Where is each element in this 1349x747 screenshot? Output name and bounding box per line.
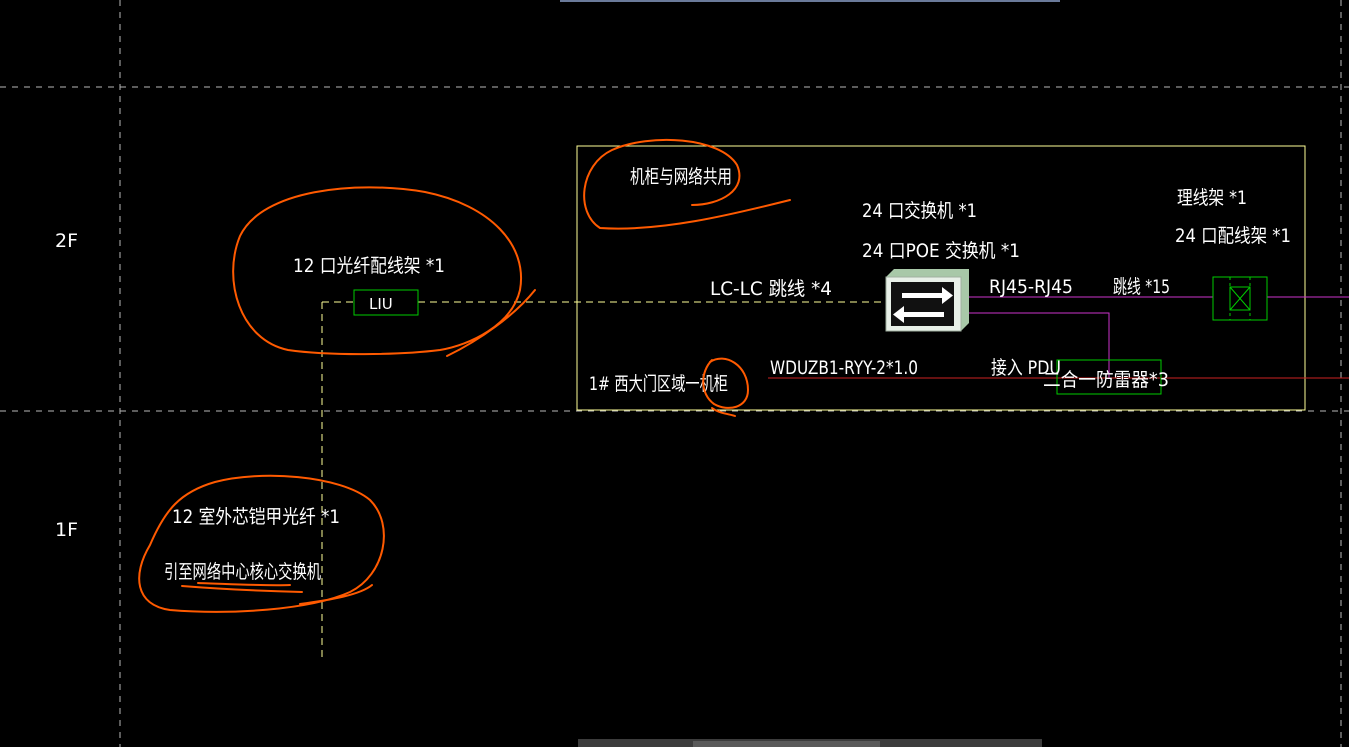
top-view-indicator[interactable]: [560, 0, 1060, 2]
patch-panel-label: 24 口配线架 *1: [1175, 225, 1291, 247]
underline-core-switch: [181, 582, 303, 593]
jumper-15-label: 跳线 *15: [1113, 276, 1170, 298]
floor-label-2f: 2F: [55, 230, 78, 252]
switch-24-label: 24 口交换机 *1: [862, 200, 977, 222]
liu-box[interactable]: [353, 289, 419, 316]
surge-protector-label: 二合一防雷器*3: [1043, 369, 1169, 391]
cabinet-name-label: 1# 西大门区域一机柜: [589, 373, 728, 395]
circle-outdoor-fiber: [138, 474, 385, 613]
power-cable-label: WDUZB1-RYY-2*1.0: [770, 357, 918, 379]
surge-protector-box[interactable]: [1056, 359, 1162, 395]
floor-label-1f: 1F: [55, 519, 78, 541]
circle-cabinet-shared: [583, 138, 791, 230]
patch-panel-outer: [1212, 276, 1268, 321]
switch-to-pdu: [969, 312, 1110, 378]
fiber-patch-panel-label: 12 口光纤配线架 *1: [293, 255, 445, 277]
magenta-signal-lines: [969, 296, 1349, 378]
cabinet-boundary: [576, 145, 1306, 411]
bottom-scrollbar-thumb[interactable]: [693, 741, 880, 747]
to-core-switch-label: 引至网络中心核心交换机: [164, 561, 321, 583]
outdoor-fiber-label: 12 室外芯铠甲光纤 *1: [172, 506, 340, 528]
pdu-label: 接入 PDU: [991, 357, 1061, 379]
network-switch[interactable]: [885, 269, 969, 332]
hand-annotations: [138, 138, 791, 613]
patch-panel-symbol[interactable]: [1212, 276, 1268, 321]
circle-cabinet-number: [702, 357, 750, 417]
lc-jumper-label: LC-LC 跳线 *4: [710, 278, 832, 300]
rj45-jumper-label: RJ45-RJ45: [989, 276, 1073, 298]
circle-fiber-patch-panel: [232, 186, 536, 357]
cable-manager-label: 理线架 *1: [1177, 187, 1247, 209]
switch-arrows-icon: [893, 287, 953, 323]
patch-panel-cross-icon: [1229, 286, 1251, 311]
poe-switch-label: 24 口POE 交换机 *1: [862, 240, 1020, 262]
liu-label: LIU: [369, 295, 393, 313]
fiber-route: [321, 301, 886, 660]
cabinet-shared-label: 机柜与网络共用: [630, 166, 732, 188]
